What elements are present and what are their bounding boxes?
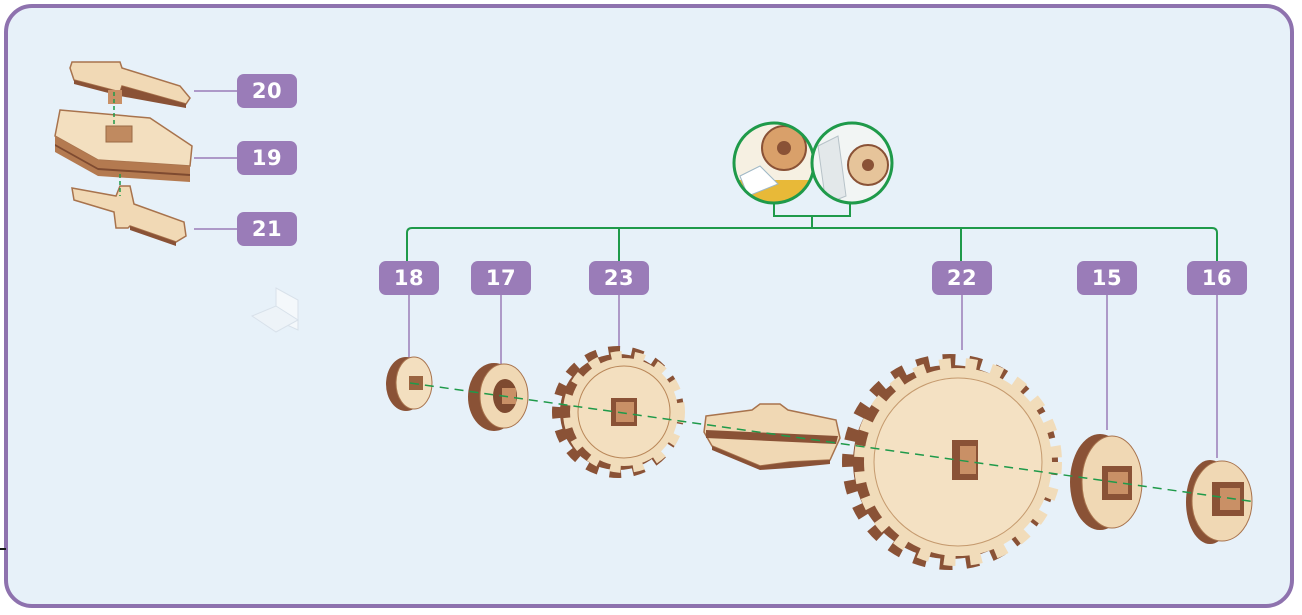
part-number-badge: 19	[237, 141, 297, 175]
part-number-badge: 22	[932, 261, 992, 295]
part-number-badge: 15	[1077, 261, 1137, 295]
part-16-cap	[1186, 460, 1252, 544]
part-number-badge: 20	[237, 74, 297, 108]
detail-circle-icon	[812, 123, 892, 204]
part-number-badge: 18	[379, 261, 439, 295]
part-20-piece	[70, 62, 190, 108]
part-19-piece	[55, 110, 192, 182]
part-15-bushing	[1070, 434, 1142, 530]
part-number-badge: 17	[471, 261, 531, 295]
part-21-piece	[72, 186, 186, 246]
detail-circle-icon	[734, 123, 814, 210]
part-22-large-gear	[853, 365, 1052, 559]
leader-lines-top	[194, 91, 237, 229]
part-number-badge: 23	[589, 261, 649, 295]
center-bar-piece	[704, 404, 840, 470]
assembly-axis-line	[410, 383, 1256, 502]
part-number-badge: 16	[1187, 261, 1247, 295]
part-number-badge: 21	[237, 212, 297, 246]
corner-icon	[252, 288, 298, 332]
connector-tree	[407, 203, 1217, 263]
part-17-ring	[468, 363, 528, 431]
part-18-washer	[386, 357, 432, 411]
